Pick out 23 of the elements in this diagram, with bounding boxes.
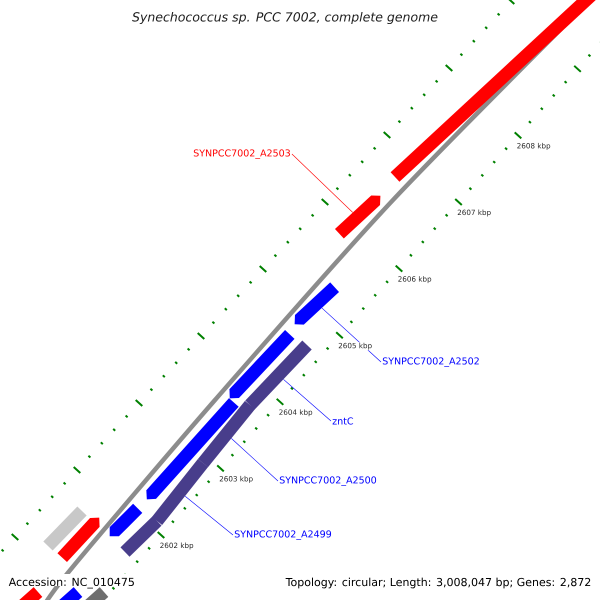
gene-label: SYNPCC7002_A2500 (280, 476, 376, 486)
gene-feature (43, 506, 87, 551)
gene-label: SYNPCC7002_A2499 (234, 530, 332, 540)
gene-feature (229, 330, 295, 398)
gene-feature (334, 195, 380, 239)
gene-label: SYNPCC7002_A2502 (382, 357, 479, 367)
gene-feature (294, 282, 340, 325)
accession-text: Accession: NC_010475 (8, 578, 134, 588)
gene-feature (120, 516, 162, 557)
gene-feature (152, 458, 208, 526)
title: Synechococcus sp. PCC 7002, complete genome (132, 12, 438, 24)
gene-feature (110, 504, 142, 536)
gene-feature (57, 518, 100, 562)
leader-line (292, 154, 353, 213)
gene-feature (146, 398, 239, 500)
leader-line (283, 379, 332, 422)
leader-line (231, 438, 278, 482)
leader-line (184, 496, 234, 536)
gene-feature (198, 400, 256, 468)
gene-label: SYNPCC7002_A2503 (194, 149, 290, 159)
genome-stats-text: Topology: circular; Length: 3,008,047 bp; Genes: 2,872 (286, 578, 590, 588)
gene-label: zntC (332, 417, 354, 425)
gene-feature (245, 340, 312, 410)
